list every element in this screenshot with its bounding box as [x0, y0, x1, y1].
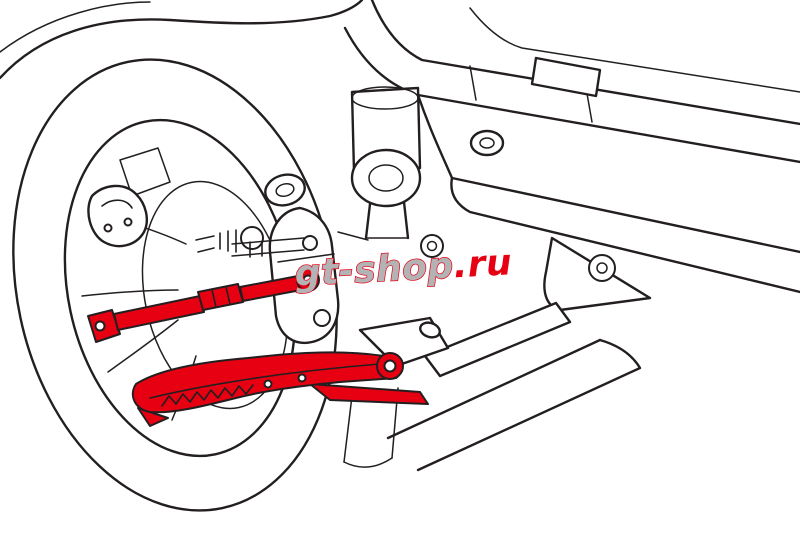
- body-and-frame: [0, 0, 800, 472]
- body-bushing-outer: [469, 129, 505, 157]
- damper-washer-inner: [368, 164, 404, 192]
- mount-bolt-head: [419, 321, 441, 339]
- subframe-bolt-outer: [420, 234, 444, 258]
- adjuster-hex-flat-2: [225, 286, 231, 305]
- caliper-bolt-2: [123, 217, 133, 227]
- sill-connector-1: [469, 65, 477, 101]
- floorpan-edge-lower: [450, 176, 800, 294]
- oem-toe-rod-top: [231, 237, 305, 245]
- roofline-hint: [469, 7, 800, 93]
- body-bushing-inner: [479, 137, 495, 149]
- watermark-tld: .ru: [452, 242, 513, 286]
- floorpan-edge-upper: [416, 93, 800, 254]
- aftermarket-red-arms: [87, 268, 429, 427]
- lower-arm-bolt-2: [297, 373, 307, 383]
- lower-arm-serration-teeth: [161, 384, 254, 407]
- brake-caliper-detail: [101, 199, 133, 209]
- brace-line: [337, 231, 369, 241]
- caliper-bolt-1: [103, 223, 113, 233]
- lower-panel-bottom: [343, 457, 393, 468]
- damper-bracket-left: [364, 202, 372, 240]
- watermark-text: gt-shop.ru: [294, 242, 513, 294]
- fender-arch-line: [0, 0, 364, 80]
- wheel-spoke-edge: [119, 147, 171, 197]
- lower-arm-bolt-1: [263, 379, 273, 389]
- bracket-bolt-outer: [588, 254, 616, 282]
- upper-arm-adjuster-hex: [197, 283, 244, 311]
- damper-body: [350, 86, 422, 174]
- upper-bushing-outer: [264, 173, 306, 207]
- wheel-spoke-line-2: [81, 289, 179, 297]
- lower-panel-edge-1: [386, 338, 602, 440]
- frame-bracket-plate: [530, 56, 602, 98]
- lower-arm-eye-hole: [383, 359, 397, 373]
- adjuster-hex-flat-1: [211, 289, 217, 308]
- bracket-bolt-inner: [596, 262, 608, 274]
- brake-caliper: [87, 184, 148, 248]
- hub-center: [240, 226, 264, 250]
- wheel-spoke-line-3: [107, 319, 179, 373]
- upper-arm-eye-hole: [302, 274, 314, 286]
- damper-bracket-right: [402, 200, 410, 240]
- knuckle-lower-bolt: [313, 309, 331, 327]
- lower-arm-midline: [149, 363, 381, 399]
- knuckle-rib: [277, 253, 335, 263]
- axle-shaft-bottom: [197, 247, 215, 253]
- damper-washer-outer: [350, 148, 422, 208]
- upper-arm-rod-left: [113, 295, 205, 331]
- subframe-bolt-inner: [426, 240, 438, 252]
- wheel-and-tire: [12, 58, 338, 512]
- watermark-brand: gt-shop: [294, 245, 455, 294]
- diagonal-link-bar: [423, 301, 572, 378]
- lower-panel-line-1: [343, 395, 353, 463]
- upper-bushing-inner: [275, 183, 295, 197]
- upper-arm-clevis-bolt: [94, 320, 106, 332]
- damper-top-rim: [351, 86, 419, 110]
- upper-arm-rod-right: [239, 275, 302, 302]
- toe-rod-ball-joint: [302, 235, 318, 251]
- body-top-line: [0, 1, 151, 53]
- lower-arm-underplate: [309, 383, 429, 405]
- rocker-sill-upper: [370, 0, 800, 126]
- axle-shaft-top: [195, 235, 215, 241]
- lower-panel-edge-2: [416, 338, 642, 472]
- oem-toe-rod-bottom: [231, 249, 305, 257]
